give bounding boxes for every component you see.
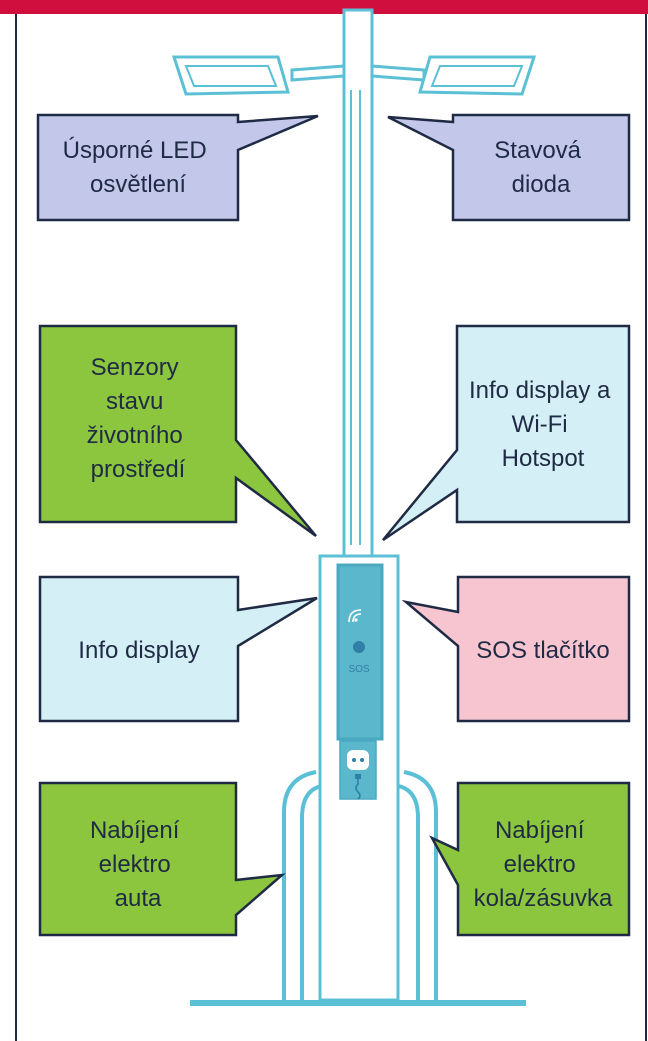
sos-button-icon — [353, 641, 365, 653]
info-wifi-line-3: Hotspot — [502, 445, 585, 472]
info-wifi-line-2: Wi-Fi — [512, 411, 568, 438]
env-sensors-line-3: životního — [87, 422, 183, 449]
callout-ev-car-text: Nabíjení elektro auta — [90, 817, 186, 912]
ev-car-line-1: Nabíjení — [90, 817, 180, 844]
upper-pole — [342, 8, 374, 558]
ev-car-line-3: auta — [115, 885, 162, 912]
panel-details: SOS — [348, 609, 370, 675]
callout-env-sensors-text: Senzory stavu životního prostředí — [87, 354, 190, 483]
info-panel — [336, 563, 384, 741]
charging-arch-left-outer — [282, 770, 317, 1000]
led-lighting-line-2: osvětlení — [90, 171, 186, 198]
status-diode-line-1: Stavová — [494, 137, 581, 164]
callout-led-lighting-text: Úsporné LED osvětlení — [63, 137, 214, 198]
header-bar — [0, 0, 648, 14]
ebike-line-3: kola/zásuvka — [474, 885, 613, 912]
ebike-line-2: elektro — [504, 851, 576, 878]
lamp-arm-left — [290, 64, 346, 82]
ground-line — [190, 1000, 526, 1006]
info-display-line-1: Info display — [78, 637, 199, 664]
power-socket-icon — [347, 750, 369, 770]
callout-status-diode-box — [387, 113, 631, 222]
wifi-icon — [348, 609, 362, 623]
ev-car-line-2: elektro — [99, 851, 171, 878]
env-sensors-line-1: Senzory — [91, 354, 179, 381]
callout-ebike-box — [429, 781, 631, 937]
env-sensors-line-2: stavu — [106, 388, 163, 415]
lamp-arm-right — [370, 64, 426, 82]
smart-pole — [171, 8, 537, 1006]
sos-button-line-1: SOS tlačítko — [476, 637, 609, 664]
callout-led-lighting-box — [36, 113, 319, 222]
panel-sos-label: SOS — [348, 664, 369, 675]
plug-icon — [355, 774, 361, 779]
led-lamp-left-inner — [184, 65, 278, 87]
info-wifi-line-1: Info display a — [469, 377, 611, 404]
callout-ebike-text: Nabíjení elektro kola/zásuvka — [474, 817, 613, 912]
callout-info-wifi-text: Info display a Wi-Fi Hotspot — [469, 377, 617, 472]
env-sensors-line-4: prostředí — [91, 456, 186, 483]
cable-icon — [355, 778, 361, 800]
callout-info-wifi-box — [382, 324, 631, 542]
led-lighting-line-1: Úsporné LED — [63, 137, 207, 164]
callout-status-diode-text: Stavová dioda — [494, 137, 587, 198]
charging-arch-right — [397, 784, 420, 1000]
callout-sos-button-box — [401, 575, 631, 723]
ebike-line-1: Nabíjení — [495, 817, 585, 844]
callout-info-display-box — [38, 575, 318, 723]
charging-socket — [339, 740, 377, 800]
charging-arch-right-outer — [403, 770, 438, 1000]
led-lamp-right-inner — [430, 65, 524, 87]
callout-info-display-text: Info display — [78, 637, 199, 664]
status-diode-line-2: dioda — [512, 171, 571, 198]
charging-arch-left — [300, 784, 323, 1000]
callout-sos-button-text: SOS tlačítko — [476, 637, 609, 664]
callout-env-sensors-box — [38, 324, 317, 538]
callout-ev-car-box — [38, 781, 286, 937]
